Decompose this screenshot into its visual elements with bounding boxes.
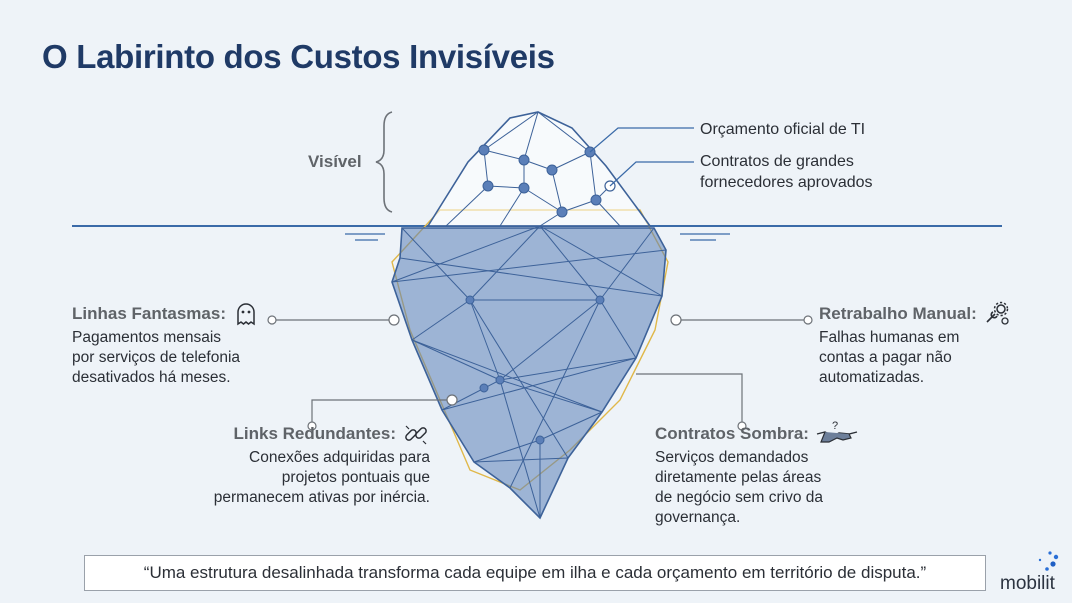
callout-title: Contratos Sombra: — [655, 424, 809, 443]
logo-wordmark: mobilit — [1000, 573, 1055, 594]
chain-link-icon — [402, 420, 430, 448]
top-label-contratos: Contratos de grandes fornecedores aprova… — [700, 151, 873, 193]
page-title: O Labirinto dos Custos Invisíveis — [42, 38, 555, 75]
connector-endpoints — [267, 314, 813, 431]
handshake-question-icon: ? — [815, 420, 859, 448]
callout-links-redundantes: Links Redundantes: Conexões adquiridas p… — [213, 424, 430, 508]
callout-title: Links Redundantes: — [233, 424, 396, 443]
iceberg-nodes — [465, 144, 605, 445]
callout-line: por serviços de telefonia — [72, 349, 241, 366]
callout-line: Conexões adquiridas para — [249, 449, 430, 466]
callout-retrabalho-manual: Retrabalho Manual: Falhas humanas em con… — [819, 301, 1011, 388]
gears-wrench-icon — [983, 300, 1011, 328]
callout-line: Serviços demandados — [655, 449, 809, 466]
mobilit-logo: mobilit — [1000, 548, 1066, 596]
callout-title: Linhas Fantasmas: — [72, 304, 226, 323]
iceberg-mesh — [391, 111, 667, 519]
water-ripples — [345, 233, 730, 241]
callout-line: diretamente pelas áreas — [655, 469, 822, 486]
callout-line: de negócio sem crivo da — [655, 489, 824, 506]
callout-linhas-fantasmas: Linhas Fantasmas: Pagamentos mensais por… — [72, 303, 260, 388]
top-label-contratos-line2: fornecedores aprovados — [700, 174, 873, 191]
callout-title: Retrabalho Manual: — [819, 304, 977, 323]
iceberg-submerged — [391, 227, 667, 520]
svg-text:?: ? — [832, 420, 838, 432]
visible-label: Visível — [308, 152, 362, 171]
quote-text: “Uma estrutura desalinhada transforma ca… — [143, 563, 927, 582]
callout-line: automatizadas. — [819, 369, 925, 386]
visible-brace — [375, 111, 393, 213]
logo-dots-icon — [1038, 551, 1059, 571]
top-label-orcamento: Orçamento oficial de TI — [700, 121, 866, 138]
top-label-contratos-line1: Contratos de grandes — [700, 153, 854, 170]
callout-line: contas a pagar não — [819, 349, 952, 366]
callout-line: desativados há meses. — [72, 369, 231, 386]
callout-contratos-sombra: Contratos Sombra: ? Serviços demandados … — [655, 420, 859, 528]
callout-line: Pagamentos mensais — [72, 329, 222, 346]
callout-line: permanecem ativas por inércia. — [213, 489, 430, 506]
callout-connectors — [276, 127, 804, 424]
quote-box: “Uma estrutura desalinhada transforma ca… — [84, 555, 986, 591]
ghost-icon — [232, 300, 260, 328]
callout-line: governança. — [655, 509, 741, 526]
callout-line: projetos pontuais que — [281, 469, 430, 486]
callout-line: Falhas humanas em — [819, 329, 960, 346]
